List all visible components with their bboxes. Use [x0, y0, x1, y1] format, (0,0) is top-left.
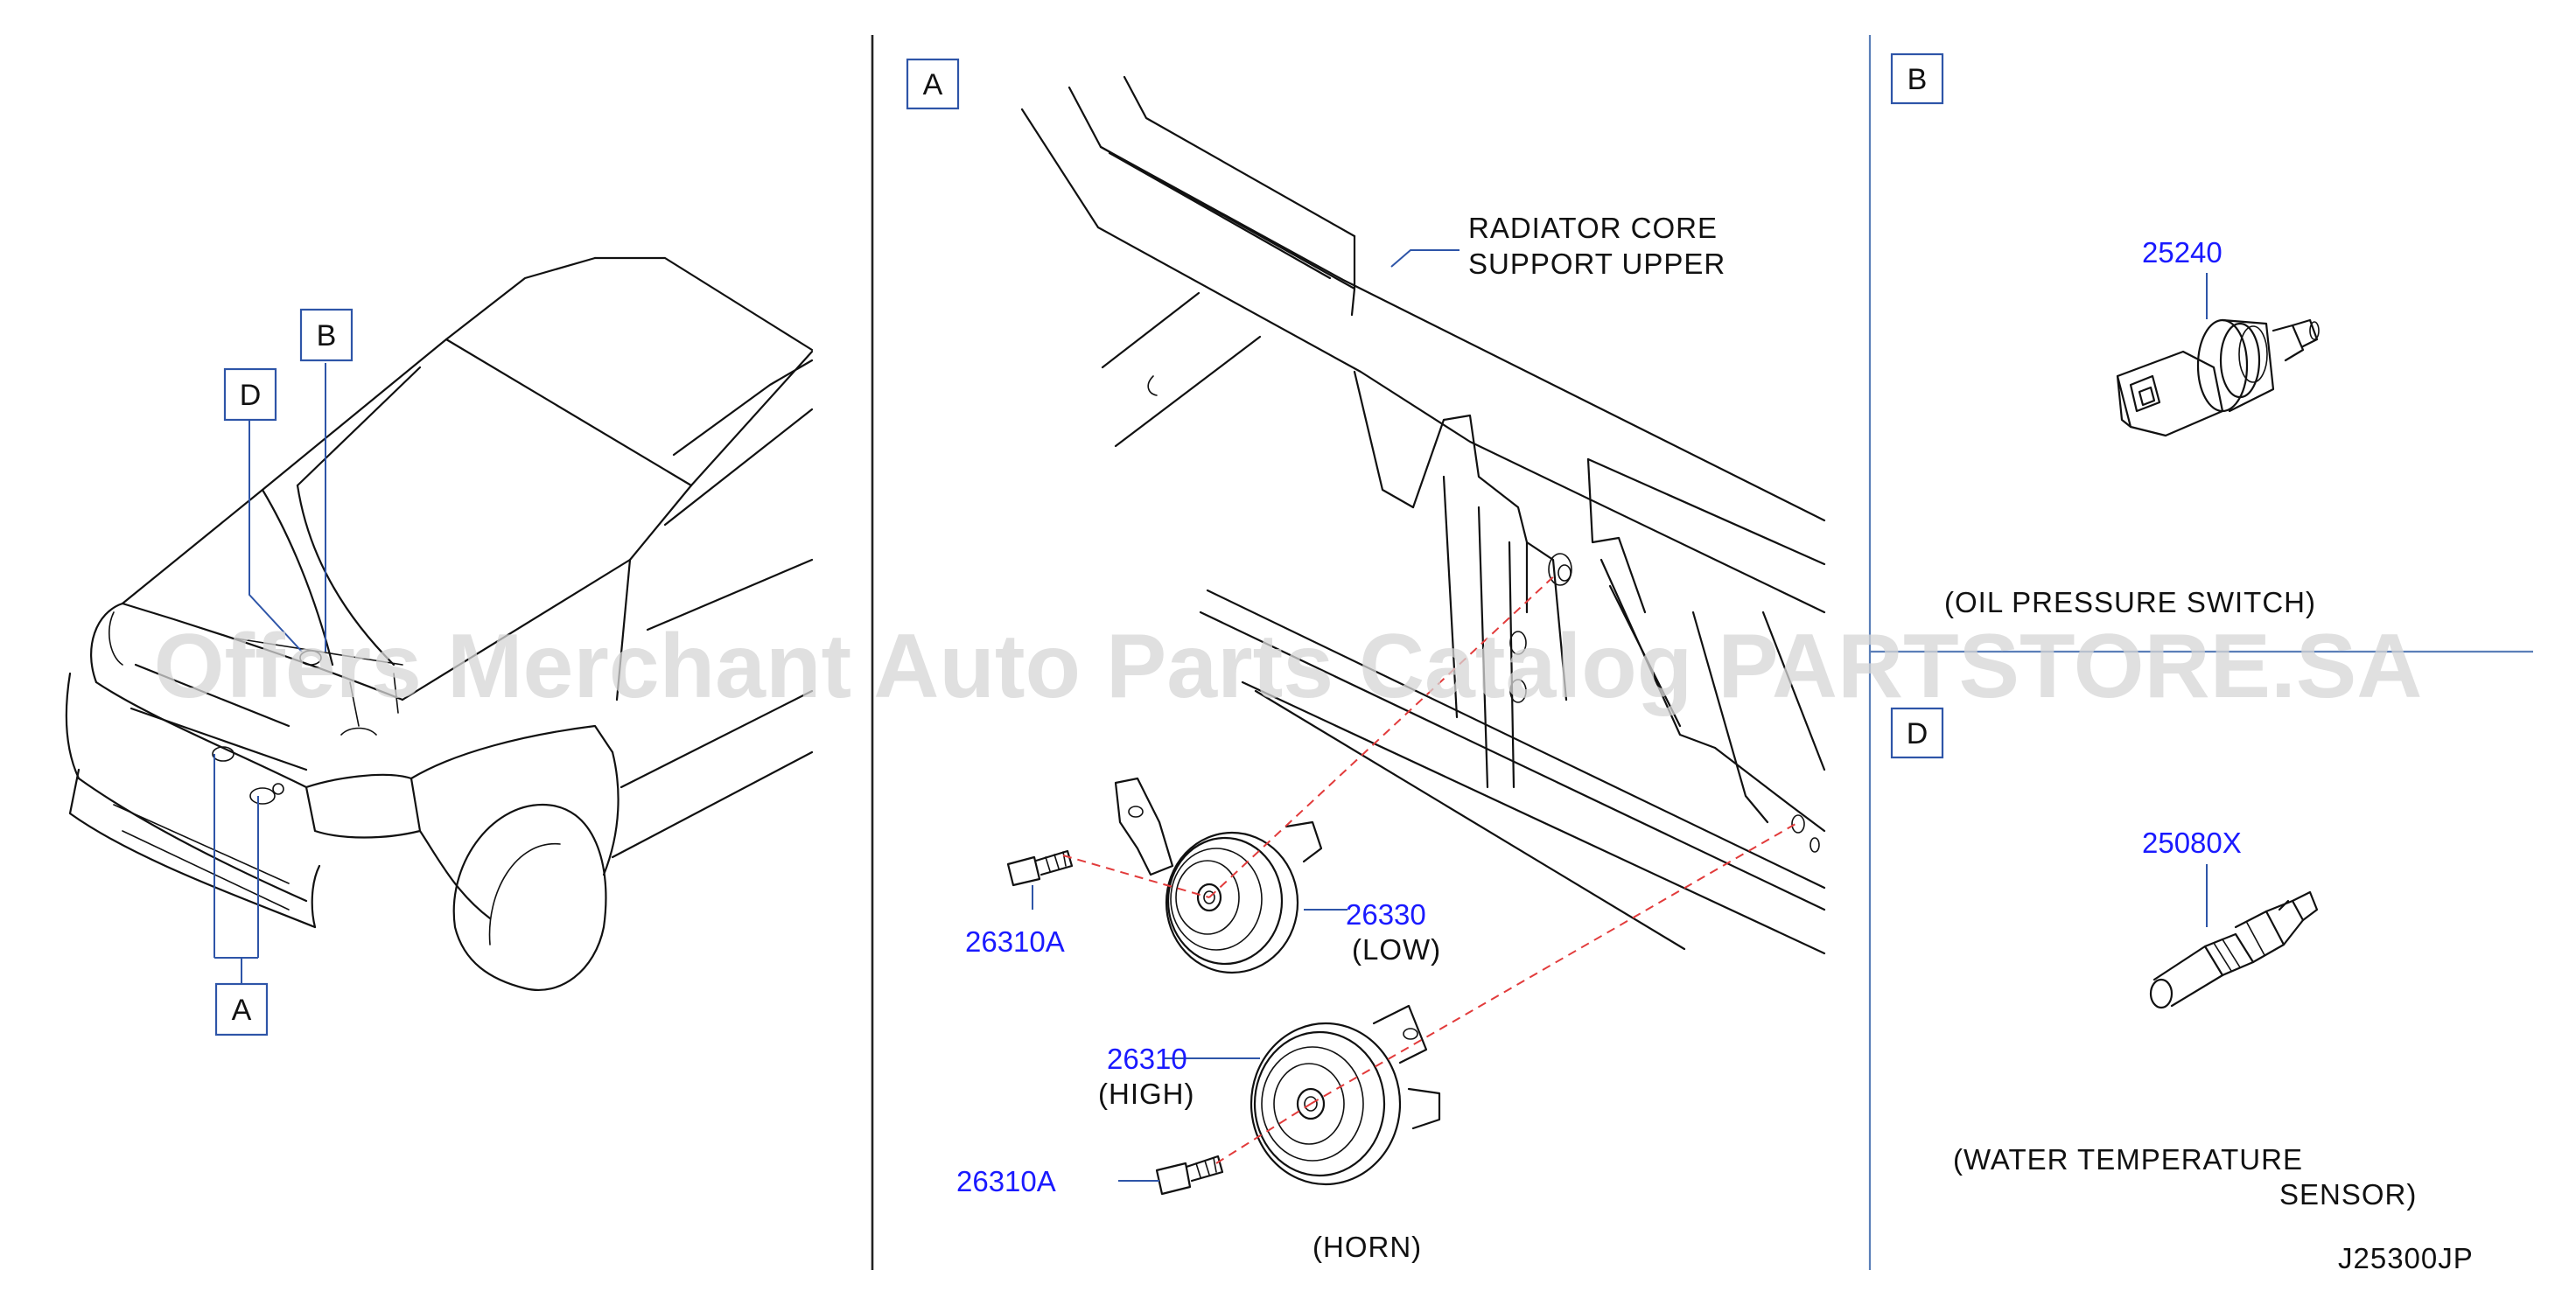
- horn-low-label: (LOW): [1352, 933, 1441, 966]
- bolt-lower-drawing: [1155, 1155, 1224, 1196]
- part-number-25240[interactable]: 25240: [2142, 236, 2222, 269]
- part-number-26310a-upper[interactable]: 26310A: [965, 925, 1065, 958]
- radiator-label-line2: SUPPORT UPPER: [1468, 248, 1726, 280]
- watermark-text: Offers Merchant Auto Parts Catalog PARTS…: [154, 616, 2423, 717]
- svg-text:D: D: [240, 379, 262, 412]
- water-temperature-sensor-drawing: [2149, 890, 2319, 1009]
- part-number-26330[interactable]: 26330: [1346, 898, 1426, 931]
- diagram-code: J25300JP: [2338, 1242, 2474, 1274]
- oil-switch-caption: (OIL PRESSURE SWITCH): [1944, 586, 2316, 618]
- part-number-26310[interactable]: 26310: [1107, 1043, 1187, 1075]
- horn-low-drawing: [1114, 777, 1323, 974]
- part-number-26310a-lower[interactable]: 26310A: [956, 1165, 1056, 1197]
- radiator-label-line1: RADIATOR CORE: [1468, 212, 1718, 244]
- installation-guide-lines: [1062, 572, 1796, 1164]
- bolt-upper-drawing: [1006, 849, 1074, 887]
- horn-part-leaders: [1032, 885, 1348, 1182]
- callout-d-vehicle[interactable]: D: [223, 367, 277, 422]
- radiator-leader: [1390, 249, 1460, 268]
- svg-text:A: A: [923, 68, 943, 101]
- section-b-header[interactable]: B: [1890, 52, 1944, 105]
- horn-caption: (HORN): [1312, 1231, 1422, 1263]
- horn-high-label: (HIGH): [1098, 1078, 1194, 1110]
- radiator-core-support-drawing: [1020, 75, 1826, 955]
- svg-text:B: B: [1908, 63, 1928, 96]
- svg-text:D: D: [1907, 717, 1928, 750]
- part-number-25080x[interactable]: 25080X: [2142, 827, 2242, 859]
- callout-a-vehicle[interactable]: A: [214, 982, 269, 1036]
- horn-high-drawing: [1250, 1004, 1441, 1186]
- oil-pressure-switch-drawing: [2116, 318, 2320, 437]
- vehicle-callout-leaders: [214, 363, 326, 984]
- water-sensor-caption-line1: (WATER TEMPERATURE: [1953, 1143, 2303, 1176]
- section-a-header[interactable]: A: [906, 58, 960, 110]
- water-sensor-caption-line2: SENSOR): [2279, 1178, 2417, 1211]
- callout-b-vehicle[interactable]: B: [299, 308, 354, 362]
- svg-text:B: B: [317, 319, 337, 352]
- section-d-header[interactable]: D: [1890, 707, 1944, 759]
- svg-text:A: A: [232, 994, 252, 1027]
